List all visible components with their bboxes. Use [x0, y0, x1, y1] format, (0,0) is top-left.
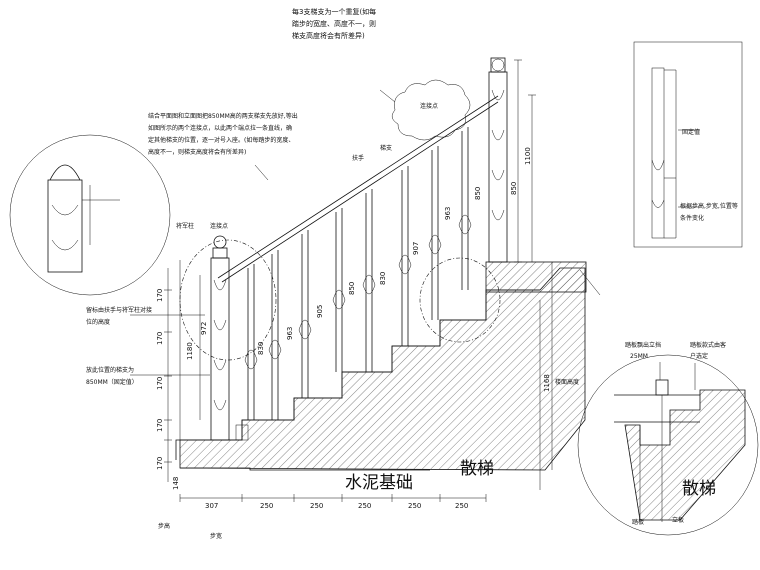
rise-dim-2: 170 [156, 332, 164, 345]
connection-point-top-label: 连接点 [420, 102, 438, 110]
step-width-label: 步宽 [210, 532, 222, 540]
method-note-line-3: 定其他梯支的位置，逐一对号入座。(如每踏步的宽度、 [148, 136, 294, 144]
concrete-base-label: 水泥基础 [345, 473, 413, 493]
rise-dim-4: 170 [156, 419, 164, 432]
tread-detail [577, 354, 759, 536]
step-height-label: 步高 [158, 522, 170, 530]
repeat-note-line-1: 每3支梯支为一个重复(如每 [292, 7, 376, 16]
handrail-height-note-1: 留标由扶手与将军柱对接 [86, 306, 152, 314]
run-dim-1: 307 [205, 502, 218, 510]
newel-post-label: 将军柱 [176, 222, 194, 230]
baluster-dim-3: 905 [316, 305, 324, 318]
repeat-note-line-2: 踏步的宽度、高度不一，则 [292, 19, 376, 28]
tread-overhang-line-2: 25MM [630, 353, 648, 360]
upper-floor-slab [485, 261, 601, 296]
top-dimension-lines [514, 59, 553, 470]
rise-dim-1: 170 [156, 289, 164, 302]
open-stair-main-label: 散梯 [460, 459, 494, 479]
rise-dim-3: 170 [156, 377, 164, 390]
run-dim-4: 250 [358, 502, 371, 510]
bottom-newel-post [210, 235, 249, 441]
run-dim-2: 250 [260, 502, 273, 510]
method-note-line-4: 高度不一，则梯支高度将会有所差异) [148, 148, 246, 156]
riser-label: 立板 [672, 516, 684, 524]
baluster-dim-7: 963 [444, 207, 452, 220]
repeat-note-line-3: 梯支高度将会有所差异) [292, 31, 365, 40]
run-dim-5: 250 [408, 502, 421, 510]
connection-point-left-label: 连接点 [210, 222, 228, 230]
top-850-dim: 850 [510, 182, 518, 195]
tread-overhang-line-1: 踏板飘出立挡 [625, 341, 661, 349]
rise-dim-5: 170 [156, 457, 164, 470]
method-note-line-1: 结合平面图和立面图把850MM高的两支梯支先放好,等出 [148, 112, 298, 120]
handrail-height-note-2: 位的高度 [86, 318, 110, 326]
handrail-label: 扶手 [352, 154, 364, 162]
run-dim-3: 250 [310, 502, 323, 510]
variable-value-line-2: 条件变化 [680, 214, 704, 222]
floor-height-label: 楼面高度 [555, 378, 579, 386]
method-note-line-2: 如图所示的两个连接点，以此两个端点拉一条直线，确 [148, 124, 292, 132]
leader-lines [130, 89, 700, 390]
variable-value-line-1: 根据步高,步宽,位置等 [680, 202, 738, 210]
handrail [217, 95, 499, 283]
baluster-dim-4: 850 [348, 282, 356, 295]
tread-style-line-1: 踏板款式由客 [690, 341, 726, 349]
bottom-rise-dim: 148 [172, 477, 180, 490]
run-dim-6: 250 [455, 502, 468, 510]
tread-label: 踏板 [632, 518, 644, 526]
top-stair-callout [419, 257, 501, 343]
top-newel-post [488, 57, 508, 263]
baluster-legend-box [633, 41, 743, 248]
floor-1168-dim: 1168 [543, 374, 551, 392]
run-dimension-lines [179, 300, 541, 502]
baluster-height-note-1: 放此位置的梯支为 [86, 366, 134, 374]
baluster-dim-6: 907 [412, 242, 420, 255]
fixed-value-label: 固定值 [682, 128, 700, 136]
top-1100-dim: 1100 [524, 147, 532, 165]
baluster-group [244, 127, 472, 420]
baluster-dim-8: 850 [474, 187, 482, 200]
newel-top-detail [9, 134, 171, 296]
baluster-height-note-2: 850MM（固定值） [86, 378, 138, 386]
newel-marker-dim: 972 [200, 322, 208, 335]
bottom-post-callout [179, 239, 277, 361]
baluster-dim-2: 963 [286, 327, 294, 340]
baluster-dim-5: 830 [379, 272, 387, 285]
baluster-label: 梯支 [380, 144, 392, 152]
baluster-dim-1: 830 [257, 342, 265, 355]
tread-style-line-2: 户选定 [690, 352, 708, 360]
connection-cloud [391, 79, 471, 141]
open-stair-detail-label: 散梯 [682, 479, 716, 499]
newel-height-dim: 1180 [186, 342, 194, 360]
